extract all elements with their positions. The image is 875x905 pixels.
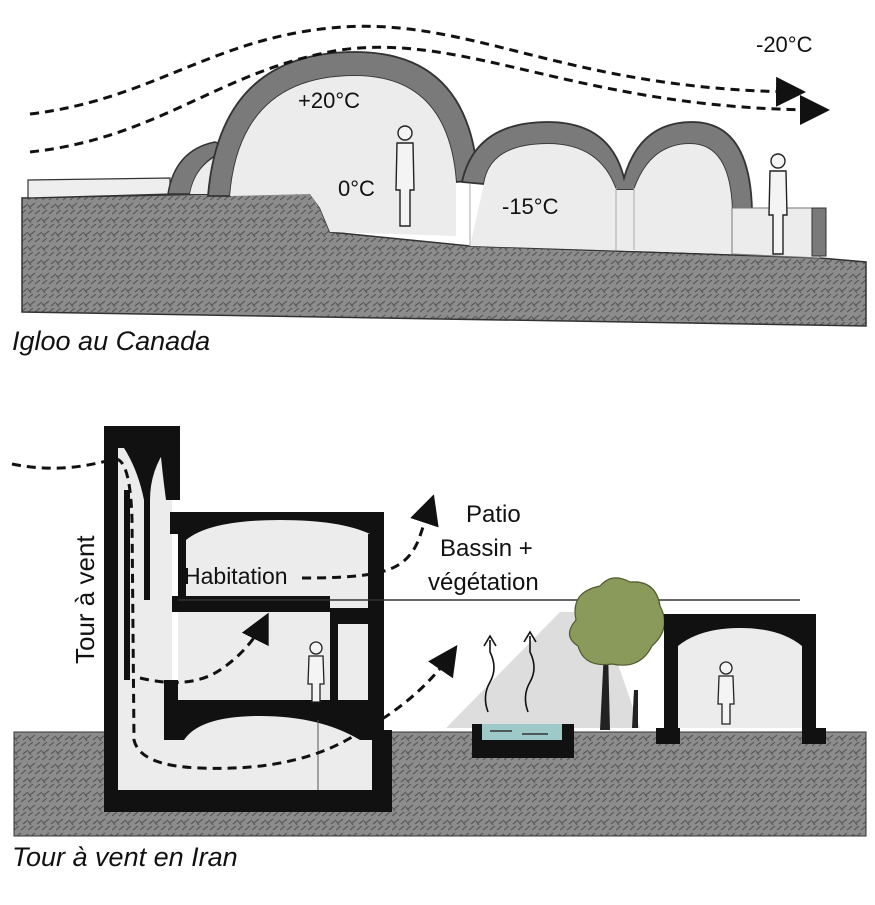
label-tower: Tour à vent xyxy=(70,535,100,664)
label-habitation: Habitation xyxy=(184,563,288,589)
right-building xyxy=(656,614,826,744)
caption-iran: Tour à vent en Iran xyxy=(12,842,238,872)
airflow-arrow xyxy=(11,457,458,770)
iran-section: Tour à vent Habitation Patio Bassin + vé… xyxy=(11,426,867,837)
label-temp-outside: -20°C xyxy=(756,32,813,57)
person-figure xyxy=(395,125,415,227)
building-walls xyxy=(104,512,392,812)
person-figure xyxy=(717,661,735,725)
person-figure xyxy=(768,153,788,255)
pool xyxy=(472,724,574,758)
wind-tower-walls xyxy=(104,426,180,810)
airflow-arrow xyxy=(301,494,439,580)
evaporation-arrows xyxy=(483,630,537,713)
wind-arrow xyxy=(29,24,806,116)
exit-block xyxy=(811,207,827,257)
label-bassin: Bassin + xyxy=(440,535,533,562)
wind-arrow xyxy=(29,45,830,154)
tree xyxy=(568,577,666,730)
person-figure xyxy=(307,641,325,703)
label-temp-dome: +20°C xyxy=(298,88,360,113)
label-temp-storage: -15°C xyxy=(502,194,559,219)
airflow-arrow xyxy=(139,612,269,684)
snow-surface xyxy=(27,177,171,199)
label-patio: Patio xyxy=(466,501,521,528)
label-temp-entry: 0°C xyxy=(338,176,375,201)
caption-igloo: Igloo au Canada xyxy=(12,326,211,356)
igloo-section: -20°C +20°C 0°C -15°C xyxy=(21,24,867,327)
label-vegetation: végétation xyxy=(428,569,539,596)
